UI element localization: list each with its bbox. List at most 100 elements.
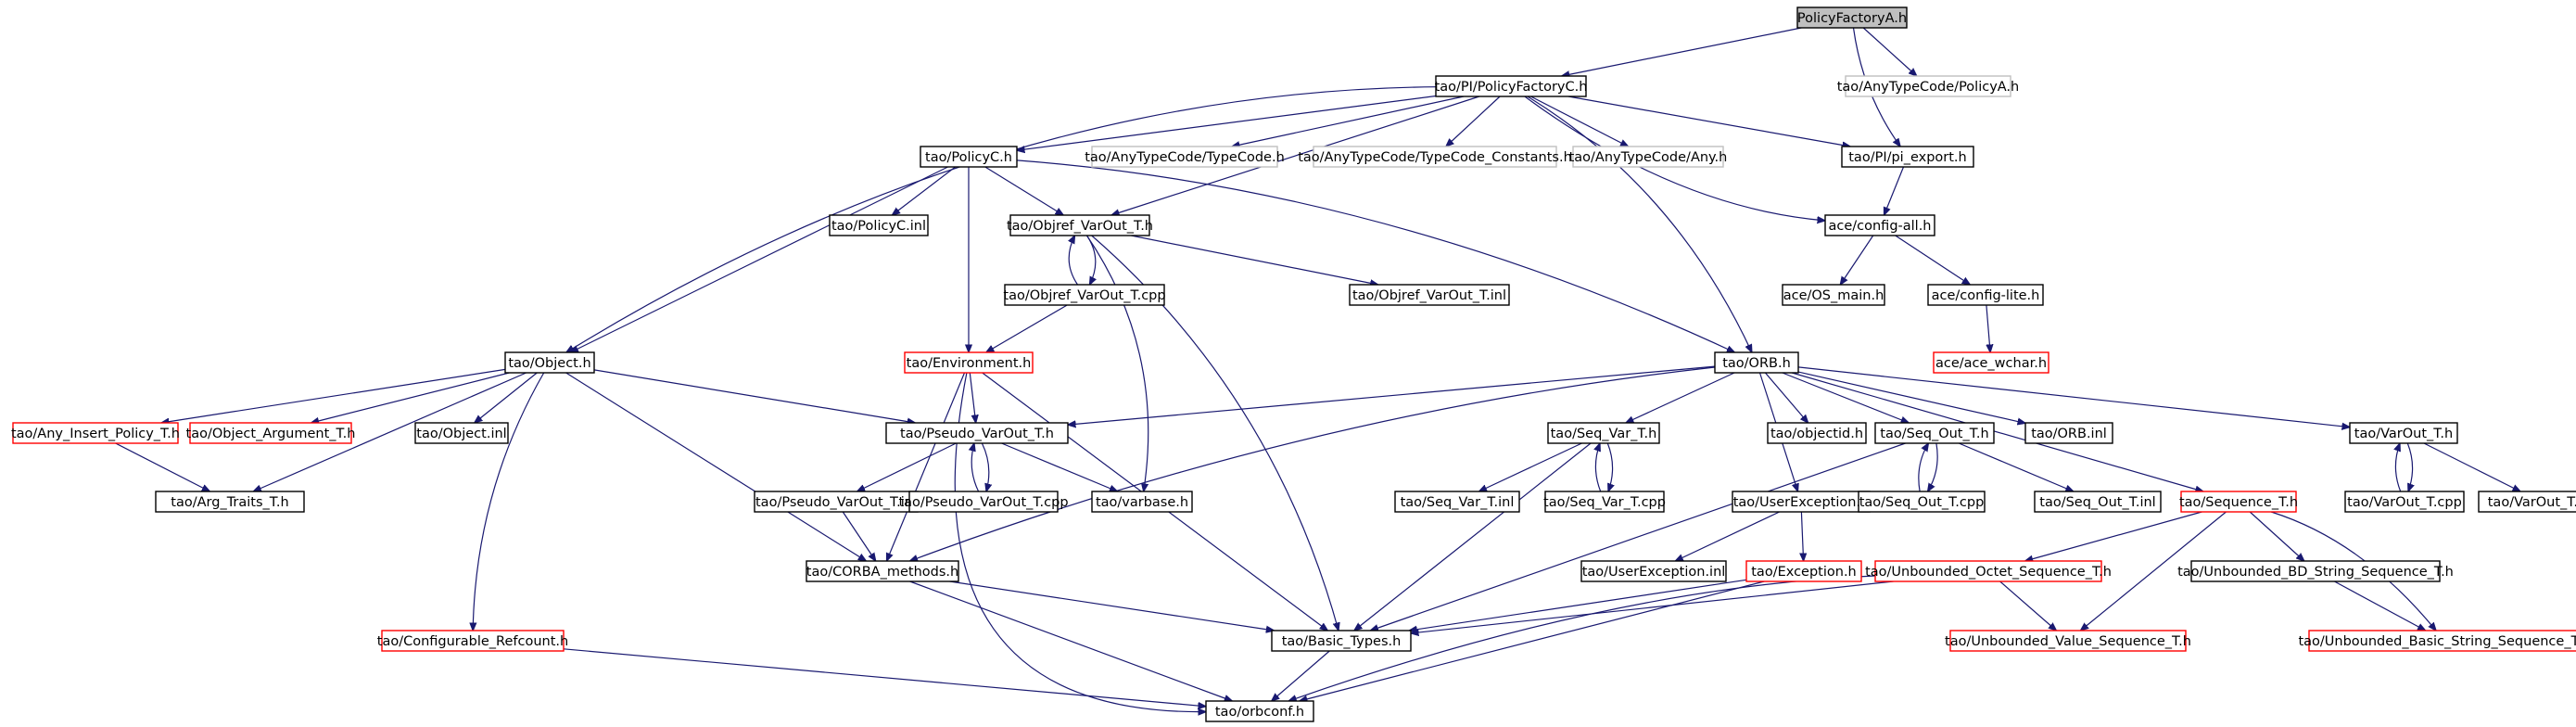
edge-orb-to-pseudo <box>1068 365 1716 425</box>
node-label: tao/AnyTypeCode/PolicyA.h <box>1837 80 2020 95</box>
node-box <box>1349 284 1510 306</box>
edge-orb-to-varout <box>1797 366 2350 427</box>
node-objectid[interactable]: tao/objectid.h <box>1767 422 1867 444</box>
node-box <box>2034 491 2162 513</box>
node-userexcinl[interactable]: tao/UserException.inl <box>1580 560 1727 582</box>
node-policyc[interactable]: tao/PolicyC.h <box>920 146 1018 168</box>
node-objvocpp[interactable]: tao/Objref_VarOut_T.cpp <box>1003 284 1166 306</box>
node-argtr[interactable]: tao/Arg_Traits_T.h <box>155 491 305 513</box>
node-box <box>1841 146 1974 168</box>
node-configlite[interactable]: ace/config-lite.h <box>1927 284 2044 306</box>
edge-unbbd-to-unbbs <box>2334 580 2425 631</box>
node-label: tao/Unbounded_Value_Sequence_T.h <box>1945 634 2191 649</box>
node-osmain[interactable]: ace/OS_main.h <box>1782 284 1885 306</box>
node-basic[interactable]: tao/Basic_Types.h <box>1271 630 1412 652</box>
node-box <box>2349 422 2458 444</box>
node-seqvar[interactable]: tao/Seq_Var_T.h <box>1547 422 1660 444</box>
node-confref[interactable]: tao/Configurable_Refcount.h <box>377 630 568 652</box>
node-orbinl[interactable]: tao/ORB.inl <box>2024 422 2113 444</box>
node-varout[interactable]: tao/VarOut_T.h <box>2349 422 2458 444</box>
node-box <box>1580 560 1727 582</box>
node-layer: PolicyFactoryA.h tao/PI/PolicyFactoryC.h t… <box>11 6 2576 722</box>
node-label: tao/Seq_Var_T.inl <box>1401 495 1515 510</box>
edge-userexc-to-userexcinl <box>1675 511 1780 561</box>
edge-seqt-to-unbval <box>2081 511 2227 631</box>
node-exc[interactable]: tao/Exception.h <box>1745 560 1862 582</box>
node-unbval[interactable]: tao/Unbounded_Value_Sequence_T.h <box>1945 630 2191 652</box>
node-label: tao/Seq_Var_T.cpp <box>1543 495 1666 510</box>
edge-object-to-objarg <box>311 372 510 423</box>
node-corba[interactable]: tao/CORBA_methods.h <box>806 560 959 582</box>
node-label: tao/VarOut_T.cpp <box>2347 495 2462 510</box>
node-anypa: tao/AnyTypeCode/PolicyA.h <box>1837 75 2020 97</box>
node-pifac[interactable]: tao/PI/PolicyFactoryC.h <box>1435 75 1588 97</box>
node-seqout[interactable]: tao/Seq_Out_T.h <box>1874 422 1995 444</box>
node-env[interactable]: tao/Environment.h <box>904 351 1034 374</box>
node-label: tao/CORBA_methods.h <box>806 565 958 580</box>
edge-seqout-to-seqoutinl <box>1958 442 2074 491</box>
node-box <box>1874 560 2102 582</box>
edge-seqout-to-basic <box>1370 442 1906 631</box>
node-label: tao/UserException.h <box>1733 495 1870 510</box>
node-pseudocpp[interactable]: tao/Pseudo_VarOut_T.cpp <box>898 491 1069 513</box>
node-objinl[interactable]: tao/Object.inl <box>414 422 509 444</box>
edge-seqt-to-unboct <box>2025 511 2202 561</box>
node-object[interactable]: tao/Object.h <box>504 351 595 374</box>
edge-configall-to-osmain <box>1840 235 1874 285</box>
node-orb[interactable]: tao/ORB.h <box>1714 351 1799 374</box>
node-tc: tao/AnyTypeCode/TypeCode.h <box>1085 146 1285 168</box>
node-box <box>1394 491 1520 513</box>
node-box <box>806 560 959 582</box>
node-orbconf[interactable]: tao/orbconf.h <box>1205 700 1314 722</box>
node-label: tao/Any_Insert_Policy_T.h <box>11 427 180 441</box>
node-piexp[interactable]: tao/PI/pi_export.h <box>1841 146 1974 168</box>
node-configall[interactable]: ace/config-all.h <box>1824 214 1935 236</box>
node-varbase[interactable]: tao/varbase.h <box>1091 491 1193 513</box>
edge-pseudoinl-to-corba <box>842 511 875 561</box>
node-unbbs[interactable]: tao/Unbounded_Basic_String_Sequence_T.h <box>2298 630 2576 652</box>
node-box <box>1796 6 1908 29</box>
node-label: tao/Basic_Types.h <box>1282 634 1402 649</box>
node-label: tao/AnyTypeCode/TypeCode_Constants.h <box>1298 150 1572 165</box>
edge-object-to-confref <box>473 372 545 631</box>
edge-seqvar-to-seqvarcpp <box>1606 442 1612 491</box>
node-box <box>1435 75 1587 97</box>
edge-pifac-to-piexp <box>1567 96 1850 147</box>
node-varoutcpp[interactable]: tao/VarOut_T.cpp <box>2344 491 2465 513</box>
node-objvoinl[interactable]: tao/Objref_VarOut_T.inl <box>1349 284 1510 306</box>
node-unbbd[interactable]: tao/Unbounded_BD_String_Sequence_T.h <box>2177 560 2454 582</box>
node-seqvarcpp[interactable]: tao/Seq_Var_T.cpp <box>1543 491 1666 513</box>
edge-orb-to-seqt <box>1791 372 2203 491</box>
node-label: tao/Objref_VarOut_T.inl <box>1352 288 1506 303</box>
edge-varoutcpp-to-varout <box>2395 443 2402 492</box>
node-box <box>1767 422 1867 444</box>
node-label: tao/Seq_Out_T.inl <box>2039 495 2155 510</box>
node-varoutinl[interactable]: tao/VarOut_T.inl <box>2478 491 2576 513</box>
node-root[interactable]: PolicyFactoryA.h <box>1796 6 1908 29</box>
node-box <box>1205 700 1314 722</box>
node-anyins[interactable]: tao/Any_Insert_Policy_T.h <box>11 422 180 444</box>
node-pseudoinl[interactable]: tao/Pseudo_VarOut_T.inl <box>754 491 919 513</box>
node-seqt[interactable]: tao/Sequence_T.h <box>2179 491 2298 513</box>
node-objvo[interactable]: tao/Objref_VarOut_T.h <box>1007 214 1153 236</box>
node-seqoutinl[interactable]: tao/Seq_Out_T.inl <box>2034 491 2162 513</box>
node-label: tao/Environment.h <box>907 356 1032 371</box>
node-policyinl[interactable]: tao/PolicyC.inl <box>829 214 929 236</box>
edge-root-to-pifac <box>1562 27 1802 76</box>
node-acewchar[interactable]: ace/ace_wchar.h <box>1933 351 2049 374</box>
node-label: tao/Pseudo_VarOut_T.h <box>900 427 1054 441</box>
node-label: ace/OS_main.h <box>1783 288 1884 303</box>
node-label: tao/Seq_Out_T.cpp <box>1859 495 1985 510</box>
node-pseudo[interactable]: tao/Pseudo_VarOut_T.h <box>885 422 1069 444</box>
node-seqoutcpp[interactable]: tao/Seq_Out_T.cpp <box>1858 491 1986 513</box>
node-box <box>2180 491 2297 513</box>
node-unboct[interactable]: tao/Unbounded_Octet_Sequence_T.h <box>1865 560 2112 582</box>
node-label: tao/Object.inl <box>416 427 506 441</box>
edge-object-to-corba <box>565 372 867 561</box>
node-userexc[interactable]: tao/UserException.h <box>1732 491 1871 513</box>
edge-varout-to-varoutinl <box>2423 442 2520 491</box>
node-label: tao/ORB.inl <box>2031 427 2107 441</box>
node-objarg[interactable]: tao/Object_Argument_T.h <box>186 422 356 444</box>
node-label: tao/Objref_VarOut_T.h <box>1007 219 1153 234</box>
node-seqvarinl[interactable]: tao/Seq_Var_T.inl <box>1394 491 1520 513</box>
